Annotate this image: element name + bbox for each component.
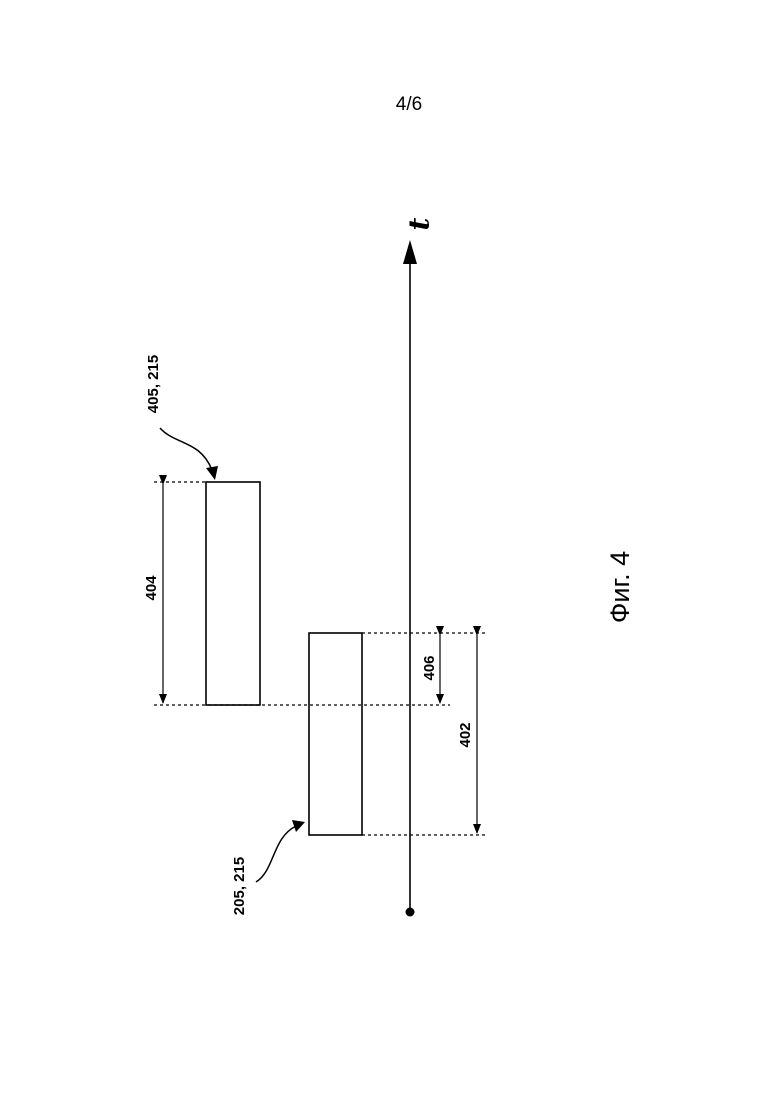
dimension-406-label: 406 — [421, 655, 438, 680]
dimension-402-label: 402 — [457, 722, 474, 747]
leader-arrowhead-lower — [292, 820, 305, 832]
time-axis-label: t — [403, 217, 436, 230]
figure-caption: Фиг. 4 — [605, 551, 635, 623]
leader-arrowhead-upper — [206, 466, 218, 480]
dimension-404-label: 404 — [143, 575, 160, 601]
time-axis-arrowhead — [403, 240, 417, 264]
block-upper — [206, 482, 260, 705]
leader-arrow-lower — [256, 826, 296, 882]
time-axis-origin-dot — [406, 908, 415, 917]
label-block-upper: 405, 215 — [145, 355, 162, 413]
block-lower — [309, 633, 362, 835]
leader-arrow-upper — [160, 428, 212, 470]
label-block-lower: 205, 215 — [231, 857, 248, 915]
